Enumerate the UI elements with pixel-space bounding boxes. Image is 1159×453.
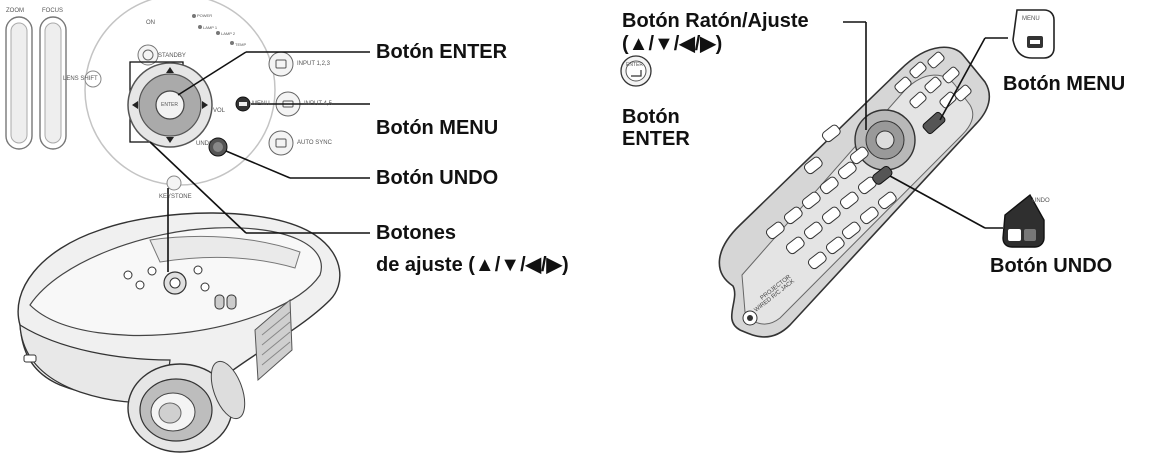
lamp1-text: LAMP 1 xyxy=(203,25,218,30)
input-123-button xyxy=(268,51,294,77)
enter-icon xyxy=(620,55,652,87)
label-adjust-buttons-line2: de ajuste (▲/▼/◀/▶) xyxy=(376,254,569,276)
keystone-text: KEYSTONE xyxy=(159,194,192,200)
remote-undo-button xyxy=(872,166,893,185)
keystone-button xyxy=(166,175,182,191)
label-adjust-buttons-line1: Botones xyxy=(376,222,456,244)
autosync-text: AUTO SYNC xyxy=(297,140,332,146)
projector xyxy=(17,212,341,453)
undo-icon xyxy=(1002,193,1045,248)
left-callouts xyxy=(149,51,370,272)
zoom-text: ZOOM xyxy=(6,8,24,14)
label-mouse-adjust-line2: (▲/▼/◀/▶) xyxy=(622,33,723,55)
lamp2-text: LAMP 2 xyxy=(221,31,236,36)
label-remote-menu: Botón MENU xyxy=(1003,73,1126,95)
enter-icon-text: ENTER xyxy=(626,62,643,68)
label-menu-button: Botón MENU xyxy=(376,117,499,139)
undo-icon-text: UNDO xyxy=(1032,198,1050,204)
power-text: POWER xyxy=(197,13,213,18)
lens-shift-button xyxy=(84,70,102,88)
menu-icon-text: MENU xyxy=(1022,16,1040,22)
label-undo-button: Botón UNDO xyxy=(376,167,499,189)
standby-text: STANDBY xyxy=(158,53,186,59)
auto-sync-button xyxy=(268,130,294,156)
focus-text: FOCUS xyxy=(42,8,63,14)
menu-panel-text: MENU xyxy=(252,101,270,107)
label-enter-line2: ENTER xyxy=(622,128,690,150)
undo-panel-text: UNDO xyxy=(196,141,214,147)
label-enter-button: Botón ENTER xyxy=(376,41,508,63)
label-enter-line1: Botón xyxy=(622,106,680,128)
vol-text: VOL xyxy=(213,108,226,114)
lens-shift-text: LENS SHIFT xyxy=(63,76,98,82)
control-panel xyxy=(5,0,301,191)
right-callouts xyxy=(843,21,1008,229)
input123-text: INPUT 1,2,3 xyxy=(297,61,330,67)
menu-icon xyxy=(1012,9,1055,59)
label-remote-undo: Botón UNDO xyxy=(990,255,1113,277)
enter-button xyxy=(155,90,185,120)
label-mouse-adjust-line1: Botón Ratón/Ajuste xyxy=(622,10,809,32)
on-text: ON xyxy=(146,20,155,26)
input45-text: INPUT 4,5 xyxy=(304,101,332,107)
remote-control: PROJECTOR WIRED R/C JACK xyxy=(718,46,991,338)
temp-text: TEMP xyxy=(235,42,247,47)
standby-button xyxy=(137,44,159,66)
enter-panel-text: ENTER xyxy=(161,102,178,108)
